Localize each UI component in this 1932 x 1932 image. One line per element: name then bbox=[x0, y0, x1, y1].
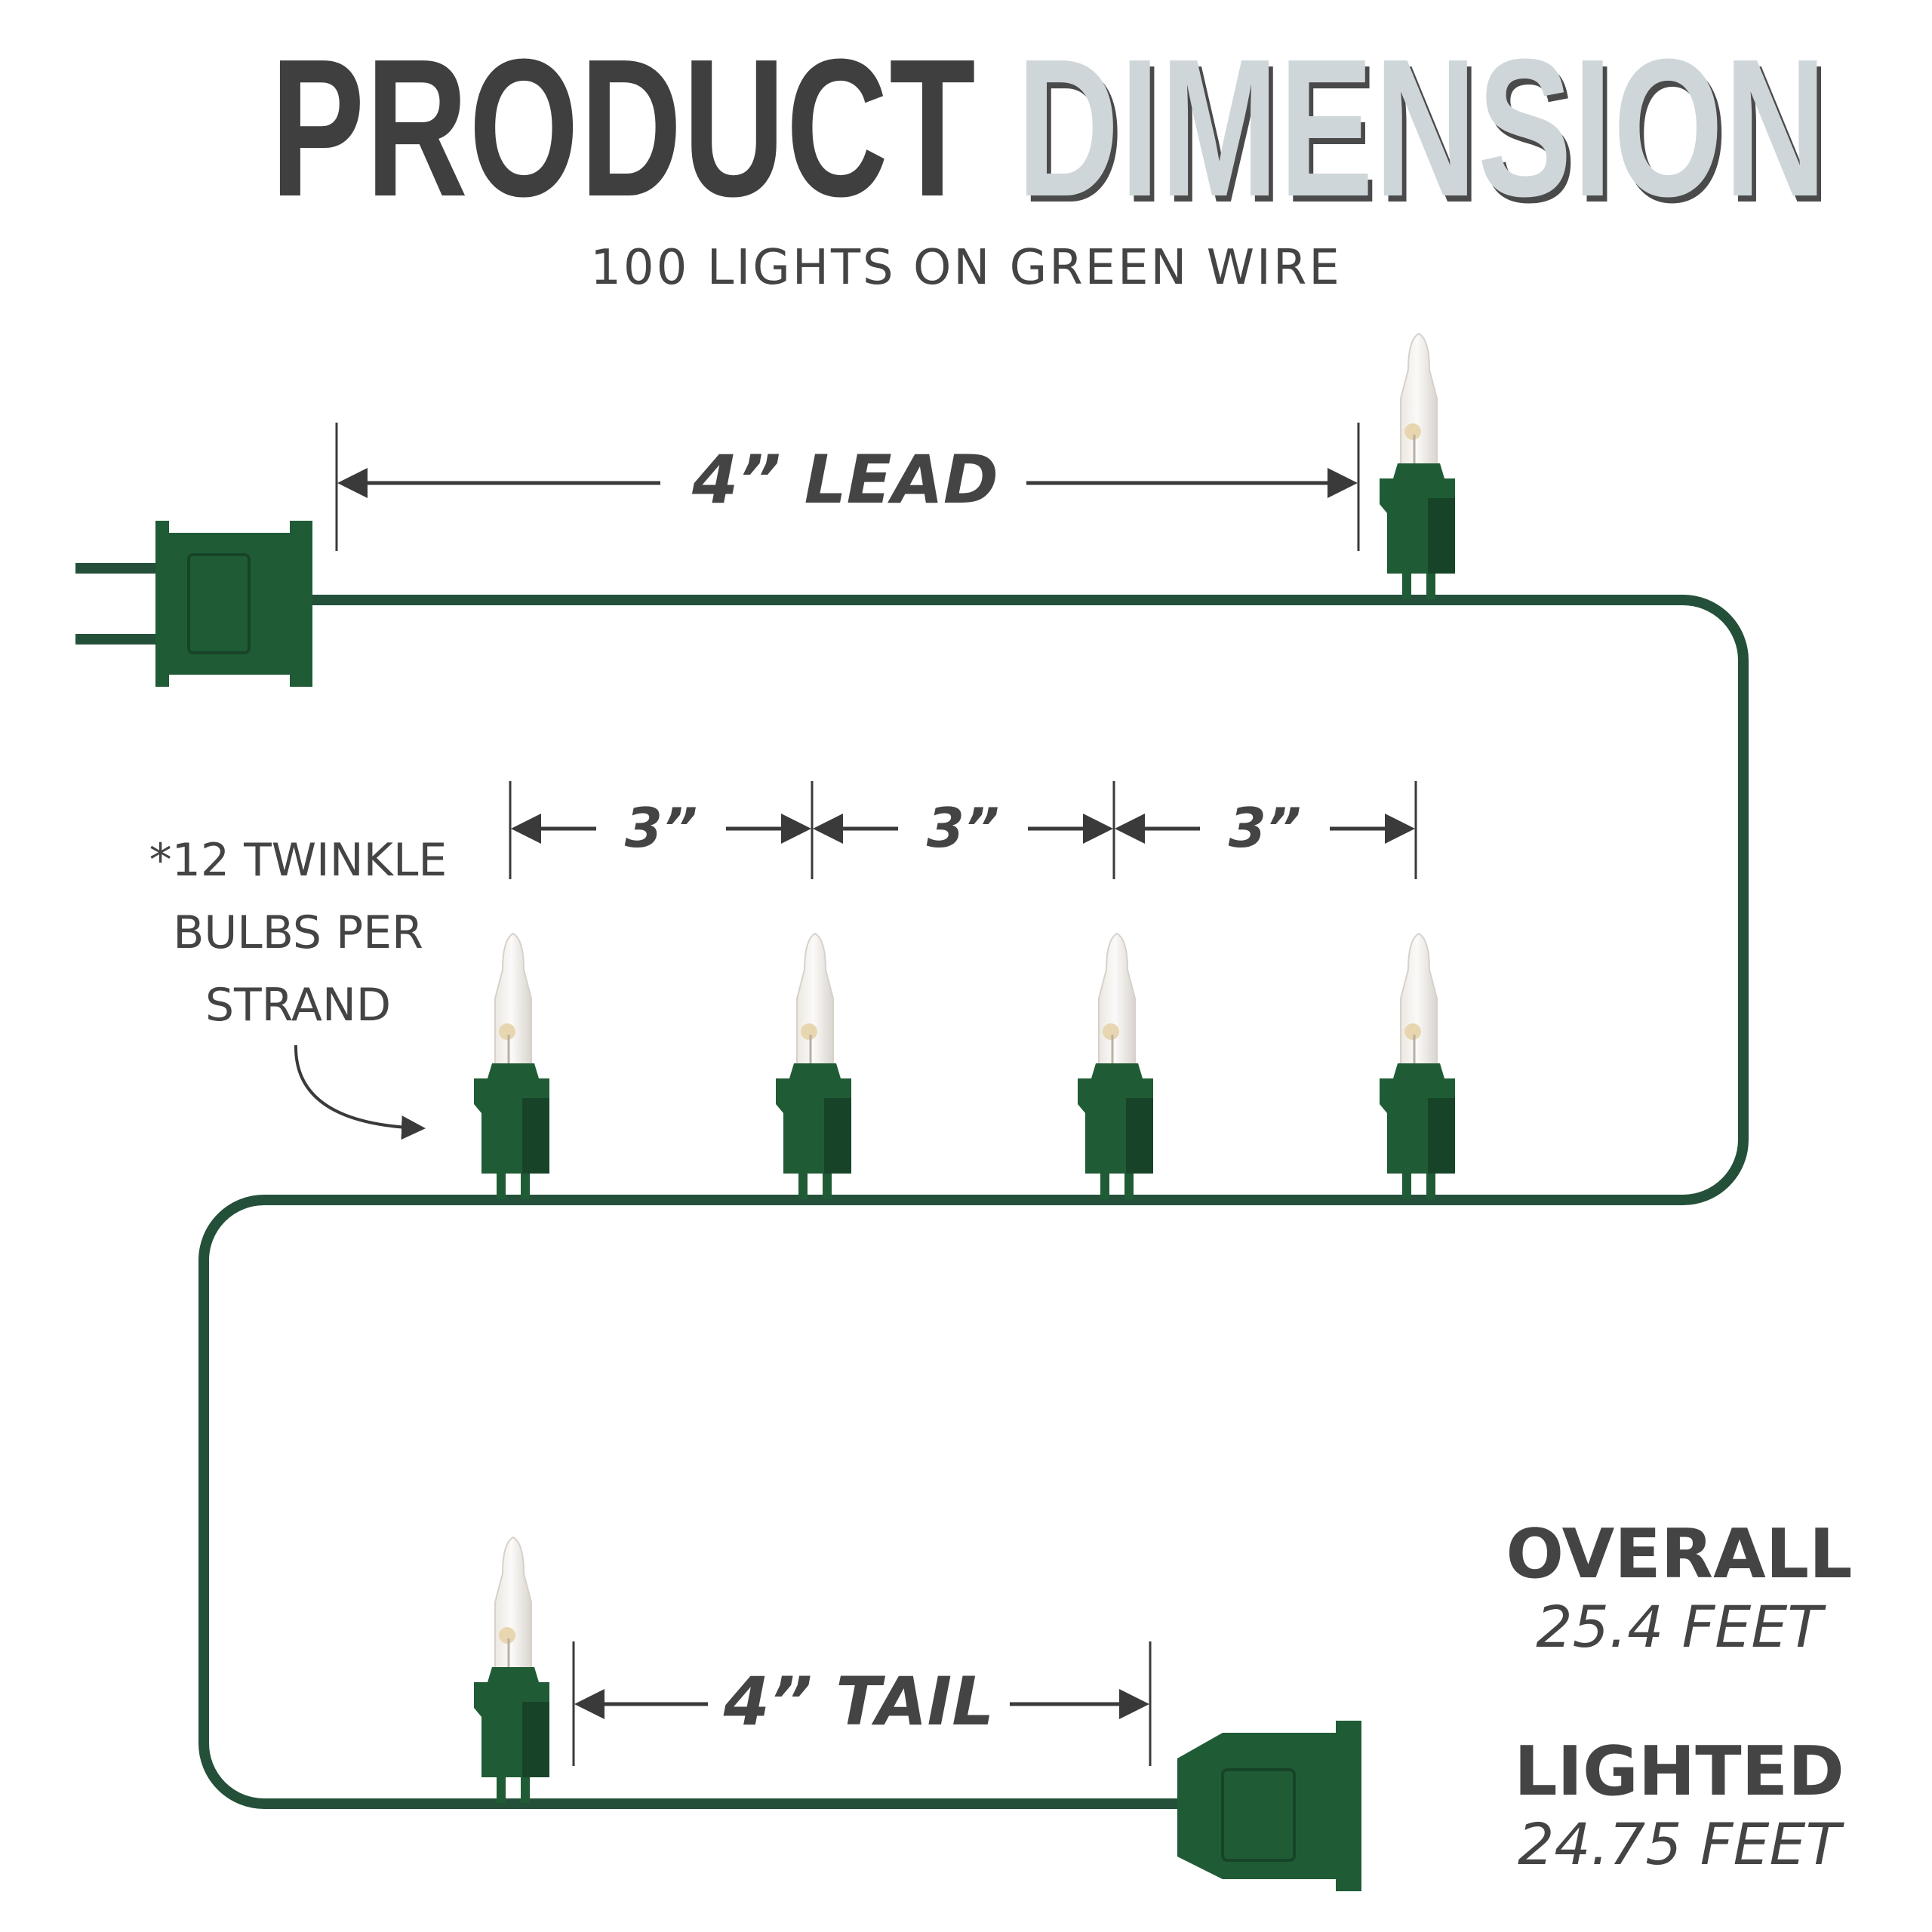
lighted-label: LIGHTED bbox=[1514, 1732, 1844, 1811]
spacing-label: 3” bbox=[1229, 796, 1301, 860]
title-word-product: PRODUCT bbox=[270, 19, 977, 238]
spacing-label: 3” bbox=[625, 796, 697, 860]
title-word-dimension: DIMENSION bbox=[1017, 19, 1828, 238]
note-line: BULBS PER bbox=[173, 906, 423, 959]
overall-label: OVERALL bbox=[1506, 1515, 1853, 1594]
overall-value: 25.4 FEET bbox=[1536, 1593, 1826, 1660]
twinkle-note: *12 TWINKLE BULBS PER STRAND bbox=[149, 834, 448, 1140]
lead-label: 4” LEAD bbox=[691, 441, 998, 518]
curved-arrow-icon bbox=[294, 1044, 426, 1140]
bulb-icon bbox=[774, 932, 853, 1201]
tail-dimension: 4” TAIL bbox=[572, 1641, 1152, 1766]
bulb-icon bbox=[472, 1536, 551, 1804]
note-line: *12 TWINKLE bbox=[149, 834, 448, 887]
tail-label: 4” TAIL bbox=[723, 1663, 995, 1740]
length-summary: OVERALL 25.4 FEET LIGHTED 24.75 FEET bbox=[1506, 1515, 1853, 1878]
lighted-value: 24.75 FEET bbox=[1518, 1810, 1844, 1878]
bulb-icon bbox=[1378, 332, 1457, 601]
subtitle: 100 LIGHTS ON GREEN WIRE bbox=[590, 240, 1342, 296]
lead-dimension: 4” LEAD bbox=[335, 423, 1360, 551]
bulb-icon bbox=[472, 932, 551, 1201]
spacing-label: 3” bbox=[927, 796, 999, 860]
spacing-dimensions: 3” 3” 3” bbox=[509, 781, 1417, 879]
page-title: PRODUCT DIMENSION bbox=[270, 30, 1826, 226]
green-wire bbox=[198, 595, 1749, 1809]
bulb-icon bbox=[1076, 932, 1155, 1201]
bulb-icon bbox=[1378, 932, 1457, 1201]
female-end-connector-icon bbox=[1177, 1721, 1361, 1891]
male-plug-icon bbox=[75, 521, 312, 687]
note-line: STRAND bbox=[205, 979, 391, 1032]
